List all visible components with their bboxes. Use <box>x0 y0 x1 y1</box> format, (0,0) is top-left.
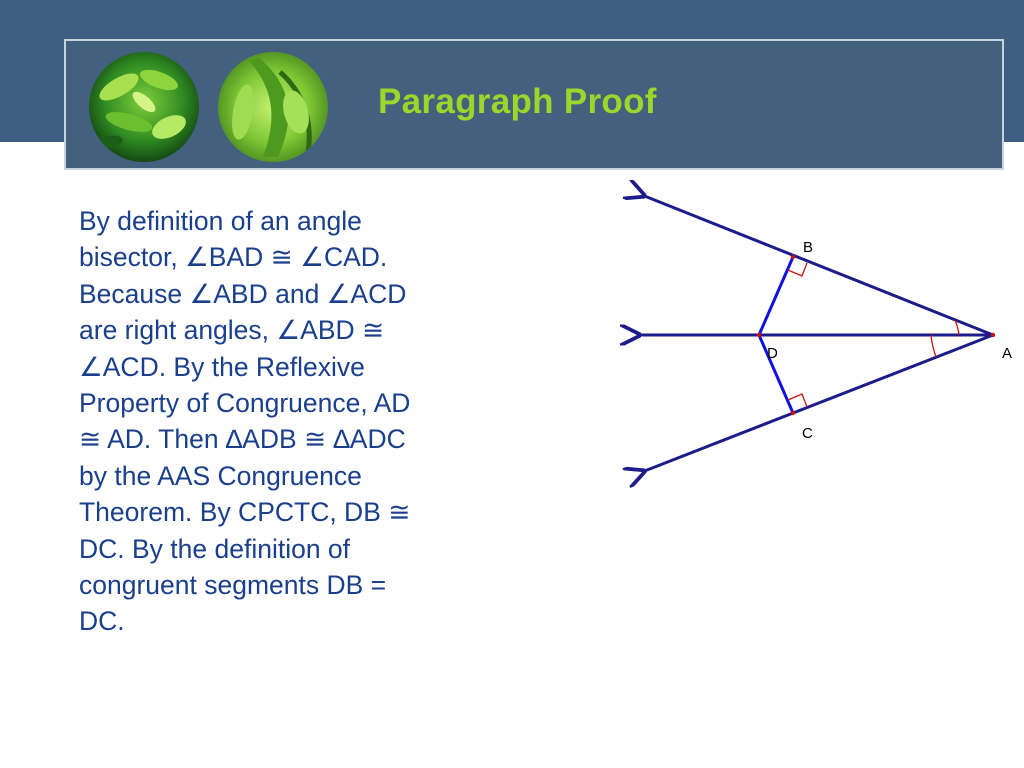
angle-mark-bad <box>954 319 960 336</box>
ray-ac <box>642 333 994 472</box>
proof-line: Theorem. By CPCTC, DB ≅ <box>79 497 411 528</box>
proof-line: bisector, ∠BAD ≅ ∠CAD. <box>79 242 388 273</box>
proof-line: congruent segments DB = <box>79 570 387 601</box>
proof-line: ≅ AD. Then ∆ADB ≅ ∆ADC <box>79 424 406 455</box>
right-angle-mark-b <box>787 262 808 277</box>
segment-db <box>757 256 795 336</box>
proof-line: By definition of an angle <box>79 206 362 236</box>
proof-line: DC. By the definition of <box>79 533 351 564</box>
leaf-photo-orb-left <box>89 52 199 162</box>
proof-line: ∠ACD. By the Reflexive <box>79 351 365 382</box>
right-angle-mark-c <box>787 393 808 408</box>
point-d <box>756 332 762 338</box>
leaf-photo-orb-right <box>218 52 328 162</box>
ray-ab <box>642 195 994 337</box>
label-b: B <box>803 239 813 256</box>
angle-mark-cad <box>930 334 937 358</box>
slide-title: Paragraph Proof <box>378 82 657 121</box>
proof-line: by the AAS Congruence <box>79 460 362 491</box>
point-a <box>990 332 996 338</box>
proof-line: Property of Congruence, AD <box>79 388 411 419</box>
segment-dc <box>757 334 795 414</box>
label-c: C <box>802 425 813 442</box>
point-b <box>790 254 796 260</box>
point-c <box>790 410 796 416</box>
proof-paragraph: By definition of an angle bisector, ∠BAD… <box>79 203 529 640</box>
proof-line: Because ∠ABD and ∠ACD <box>79 278 407 309</box>
label-d: D <box>767 345 778 362</box>
proof-line: DC. <box>79 606 125 637</box>
proof-line: are right angles, ∠ABD ≅ <box>79 315 385 346</box>
geometry-figure: A B C D <box>620 180 1012 490</box>
label-a: A <box>1002 345 1012 362</box>
